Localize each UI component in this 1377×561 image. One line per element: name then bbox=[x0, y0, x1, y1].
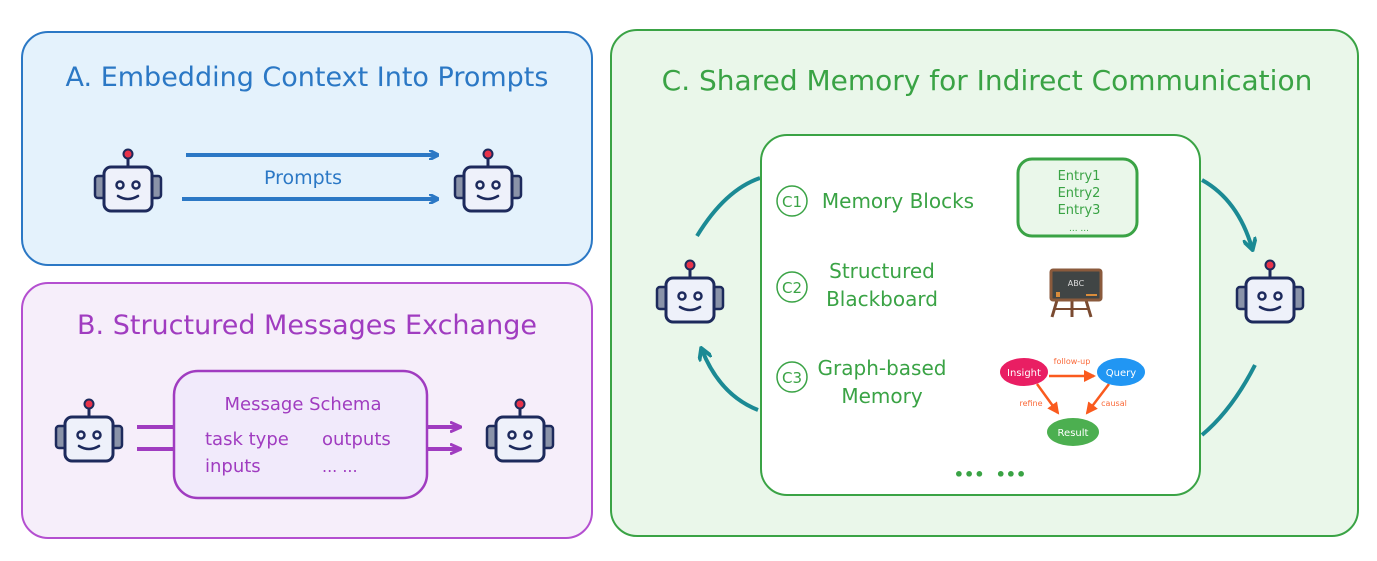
edge-label: follow-up bbox=[1054, 357, 1091, 366]
memory-blocks-label: Memory Blocks bbox=[822, 189, 974, 213]
node-result bbox=[1047, 418, 1099, 446]
schema-title: Message Schema bbox=[225, 394, 382, 415]
more-ellipsis: ••• ••• bbox=[954, 465, 1027, 484]
entry: ... ... bbox=[1069, 224, 1089, 234]
graph-icon: Insight Query Result follow-up refine ca… bbox=[1000, 357, 1145, 446]
panel-b-title: B. Structured Messages Exchange bbox=[77, 310, 537, 341]
panel-b: B. Structured Messages Exchange Message … bbox=[21, 282, 593, 539]
memory-blocks-box bbox=[1016, 157, 1139, 238]
node-label: Query bbox=[1106, 368, 1136, 379]
badge-c1: C1 bbox=[782, 193, 802, 211]
message-schema-box bbox=[172, 369, 429, 500]
panel-c-title: C. Shared Memory for Indirect Communicat… bbox=[662, 64, 1313, 97]
blackboard-label: Structured bbox=[829, 259, 935, 283]
graph-memory-label: Memory bbox=[841, 384, 923, 408]
flow-arrow bbox=[695, 176, 761, 238]
panel-a: A. Embedding Context Into Prompts Prompt… bbox=[21, 31, 593, 266]
schema-field: outputs bbox=[322, 429, 391, 450]
graph-memory-label: Graph-based bbox=[818, 356, 947, 380]
flow-arrow bbox=[1200, 364, 1257, 437]
node-query bbox=[1097, 358, 1145, 386]
edge-label: refine bbox=[1019, 399, 1042, 408]
prompts-label: Prompts bbox=[264, 167, 342, 189]
entry: Entry2 bbox=[1058, 186, 1101, 201]
entry: Entry1 bbox=[1058, 169, 1101, 184]
schema-field: inputs bbox=[205, 456, 261, 477]
panel-c: C. Shared Memory for Indirect Communicat… bbox=[610, 29, 1359, 537]
node-label: Insight bbox=[1007, 368, 1041, 379]
node-label: Result bbox=[1058, 428, 1089, 439]
badge-c3: C3 bbox=[782, 369, 802, 387]
blackboard-label: Blackboard bbox=[826, 287, 938, 311]
edge-label: causal bbox=[1101, 399, 1127, 408]
badge-c2: C2 bbox=[782, 279, 802, 297]
blackboard-icon: ABC bbox=[1049, 268, 1103, 318]
entry: Entry3 bbox=[1058, 203, 1101, 218]
panel-a-title: A. Embedding Context Into Prompts bbox=[66, 62, 549, 93]
flow-arrow bbox=[1201, 178, 1252, 248]
blackboard-text: ABC bbox=[1068, 279, 1085, 288]
schema-field: ... ... bbox=[322, 457, 358, 476]
flow-arrow bbox=[702, 350, 759, 412]
schema-field: task type bbox=[205, 429, 289, 450]
node-insight bbox=[1000, 358, 1048, 386]
